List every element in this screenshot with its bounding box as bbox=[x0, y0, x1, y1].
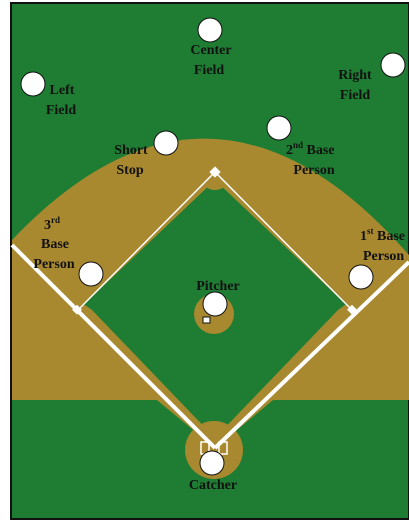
first-base-label-1: 1st Base bbox=[360, 226, 405, 244]
pitchers-rubber bbox=[203, 317, 210, 323]
third-base-sup: rd bbox=[51, 215, 60, 225]
second-base-label-2: Person bbox=[293, 163, 334, 178]
first-base-num: 1 bbox=[360, 229, 367, 244]
third-base-label-2: Base bbox=[41, 237, 69, 252]
first-base-label-2: Person bbox=[363, 249, 404, 264]
first-base-word: Base bbox=[374, 229, 406, 244]
center-field-label-1: Center bbox=[190, 43, 231, 58]
third-base-label-3: Person bbox=[33, 257, 74, 272]
third-base-num: 3 bbox=[44, 218, 51, 233]
second-base-num: 2 bbox=[286, 143, 293, 158]
right-field-label-1: Right bbox=[338, 68, 372, 83]
pitcher-label: Pitcher bbox=[196, 279, 240, 294]
center-field-label-2: Field bbox=[194, 63, 225, 78]
left-field-label-2: Field bbox=[46, 103, 77, 118]
short-stop-label-1: Short bbox=[114, 143, 148, 158]
catcher-player bbox=[200, 451, 224, 475]
first-base-player bbox=[349, 265, 373, 289]
second-base-player bbox=[267, 116, 291, 140]
center-field-player bbox=[198, 18, 222, 42]
right-field-label-2: Field bbox=[340, 88, 371, 103]
short-stop-player bbox=[154, 131, 178, 155]
catcher-label: Catcher bbox=[189, 478, 237, 493]
left-field-label-1: Left bbox=[50, 83, 75, 98]
third-base-player bbox=[79, 262, 103, 286]
short-stop-label-2: Stop bbox=[116, 163, 143, 178]
pitcher-player bbox=[203, 292, 227, 316]
left-field-player bbox=[21, 72, 45, 96]
second-base-sup: nd bbox=[293, 140, 303, 150]
second-base-word: Base bbox=[303, 143, 335, 158]
right-field-player bbox=[381, 53, 405, 77]
